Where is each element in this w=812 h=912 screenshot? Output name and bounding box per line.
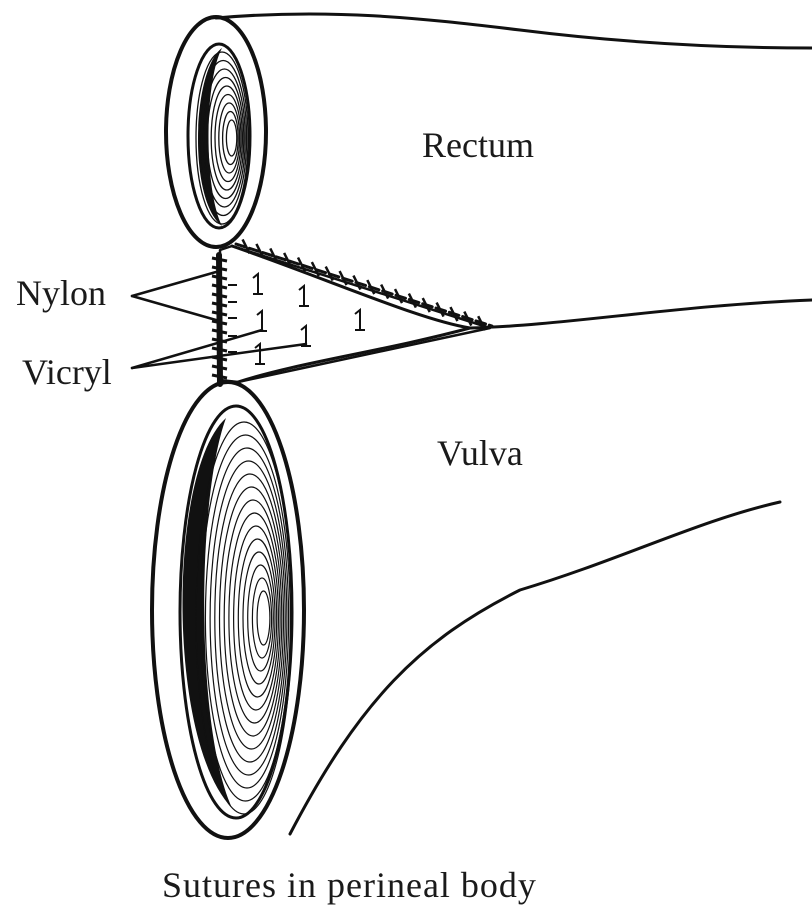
figure-caption: Sutures in perineal body: [162, 865, 537, 905]
nylon-label: Nylon: [16, 273, 106, 313]
vicryl-label: Vicryl: [22, 352, 112, 392]
rectum-label: Rectum: [422, 125, 534, 165]
vulva-label: Vulva: [437, 433, 523, 473]
nylon-leader-lines: [132, 272, 216, 320]
vulva-lumen-shading: [182, 418, 292, 814]
rectum-tube: [166, 14, 812, 328]
vulva-tube: [152, 328, 780, 838]
rectum-lumen-shading: [196, 48, 248, 226]
vertical-suture-line: [219, 255, 220, 384]
perineal-body-wedge: [212, 239, 492, 384]
